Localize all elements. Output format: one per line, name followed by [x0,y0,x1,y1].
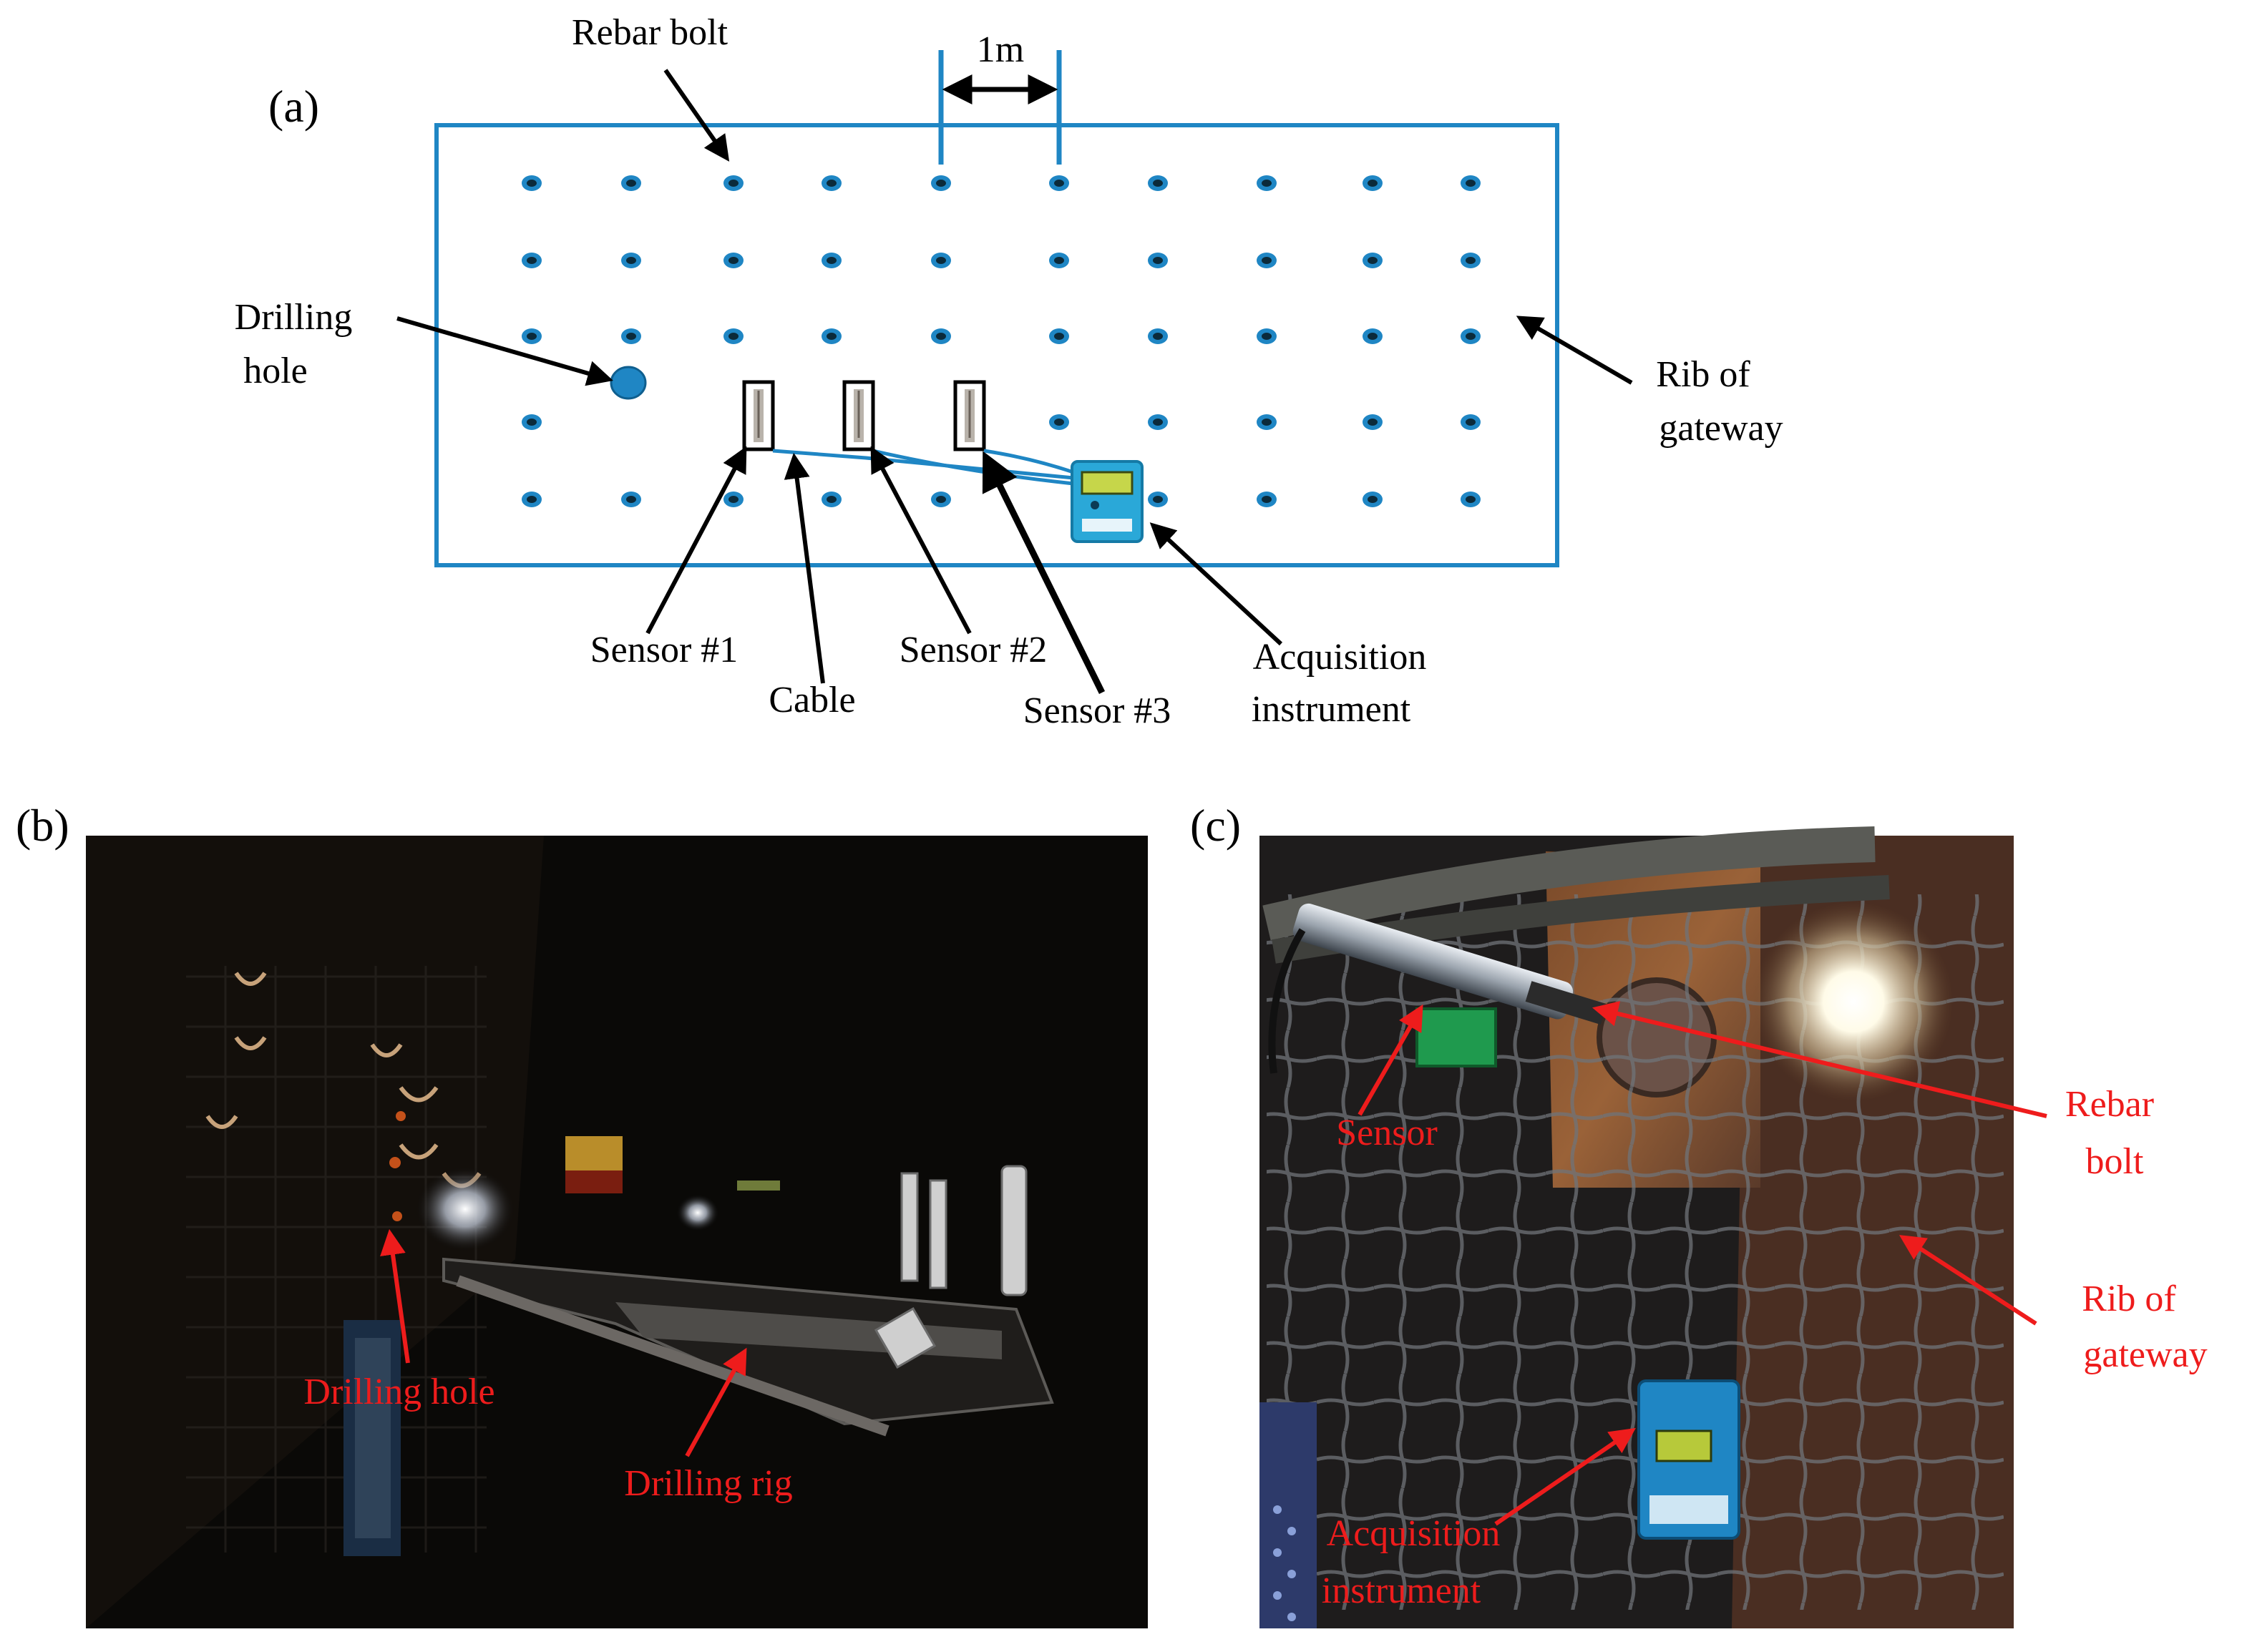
rib-outline [434,123,1559,567]
rebar-bolt-center [936,257,946,264]
rebar-bolt-center [1262,496,1272,503]
arrow-b-drilling-hole [380,1228,410,1364]
rebar-bolt-center [1153,257,1163,264]
rebar-bolt-center [1054,419,1064,426]
rebar-bolt-center [626,496,636,503]
arrow-c-acquisition [1494,1427,1636,1526]
rebar-bolt-center [827,496,837,503]
rebar-bolt-grid [522,175,1481,507]
rebar-bolt-center [1054,180,1064,187]
label-acquisition-line1: Acquisition [1253,637,1427,678]
rebar-bolt-center [527,333,537,340]
rebar-bolt-center [527,419,537,426]
rebar-bolt-center [1262,257,1272,264]
arrow-sensor-2 [870,446,972,635]
rebar-bolt-center [1054,333,1064,340]
label-c-acquisition-line2: instrument [1322,1570,1481,1611]
photo-c-rib-scene [1259,826,2014,1628]
rebar-bolt-center [1153,180,1163,187]
cable-lines [772,449,1074,486]
panel-b-tag: (b) [16,800,69,851]
label-b-drilling-hole: Drilling hole [303,1372,494,1412]
rebar-bolt-center [936,496,946,503]
label-c-rib-line2: gateway [2083,1334,2207,1375]
rebar-bolt-center [936,180,946,187]
rebar-bolt-center [527,180,537,187]
panel-a: (a) 1m [235,12,1783,731]
arrow-rebar-bolt [663,69,730,162]
rebar-bolt-center [936,333,946,340]
arrow-c-rib [1899,1235,2037,1326]
rebar-bolt-center [527,257,537,264]
rebar-bolt-center [1466,496,1476,503]
rebar-bolt-center [1054,257,1064,264]
label-drilling-hole-line1: Drilling [235,297,353,338]
rebar-bolt-center [1153,333,1163,340]
arrow-sensor-1 [645,446,747,635]
arrow-cable [784,452,825,684]
rebar-bolt-center [1262,180,1272,187]
rebar-bolt-center [1466,257,1476,264]
label-rebar-bolt: Rebar bolt [572,12,728,53]
rebar-bolt-center [626,257,636,264]
label-drilling-hole-line2: hole [243,351,308,391]
panel-c-tag: (c) [1190,800,1241,851]
rebar-bolt-center [827,257,837,264]
label-sensor-1: Sensor #1 [590,630,739,670]
rebar-bolt-center [626,180,636,187]
label-c-rebar-line1: Rebar [2065,1084,2154,1125]
rebar-bolt-center [1368,180,1378,187]
arrow-c-sensor [1358,1004,1423,1116]
photo-b-mine-scene [86,836,1054,1628]
label-c-rib-line1: Rib of [2082,1279,2176,1319]
label-sensor-3: Sensor #3 [1023,690,1171,731]
panel-c: (c) [1190,800,2208,1628]
label-c-sensor: Sensor [1336,1113,1438,1153]
rebar-bolt-center [1368,257,1378,264]
rebar-bolt-center [1368,333,1378,340]
rebar-bolt-center [527,496,537,503]
rebar-bolt-center [1466,333,1476,340]
spacing-label: 1m [977,29,1024,70]
rebar-bolt-center [1153,419,1163,426]
label-rib-line2: gateway [1659,408,1783,449]
label-sensor-2: Sensor #2 [900,630,1048,670]
rebar-bolt-center [827,333,837,340]
arrow-c-rebar-bolt [1592,1001,2047,1118]
sensor-3-box [953,380,986,451]
rebar-bolt-center [626,333,636,340]
rebar-bolt-center [728,257,739,264]
rebar-bolt-center [1153,496,1163,503]
rebar-bolt-center [1466,180,1476,187]
rebar-bolt-center [728,180,739,187]
rebar-bolt-center [728,333,739,340]
arrow-rib [1516,316,1633,385]
label-rib-line1: Rib of [1656,354,1750,395]
rebar-bolt-center [1466,419,1476,426]
rebar-bolt-center [1262,419,1272,426]
label-b-drilling-rig: Drilling rig [624,1463,792,1504]
arrow-drilling-hole [396,316,613,386]
label-acquisition-line2: instrument [1252,689,1411,730]
sensor-2-box [842,380,875,451]
rebar-bolt-center [728,496,739,503]
sensor-1-box [742,380,775,451]
drilling-hole-marker [610,366,647,400]
arrow-b-drilling-rig [685,1347,747,1457]
rebar-bolt-center [1262,333,1272,340]
label-c-rebar-line2: bolt [2086,1141,2144,1182]
panel-b: (b) [16,800,1148,1628]
rebar-bolt-center [1368,496,1378,503]
label-cable: Cable [769,680,855,720]
panel-a-tag: (a) [268,81,319,132]
rebar-bolt-center [1368,419,1378,426]
acquisition-instrument-icon [1071,460,1144,543]
rebar-bolt-center [827,180,837,187]
arrow-sensor-3 [982,451,1106,694]
label-c-acquisition-line1: Acquisition [1327,1513,1501,1554]
arrow-acquisition [1149,522,1283,646]
